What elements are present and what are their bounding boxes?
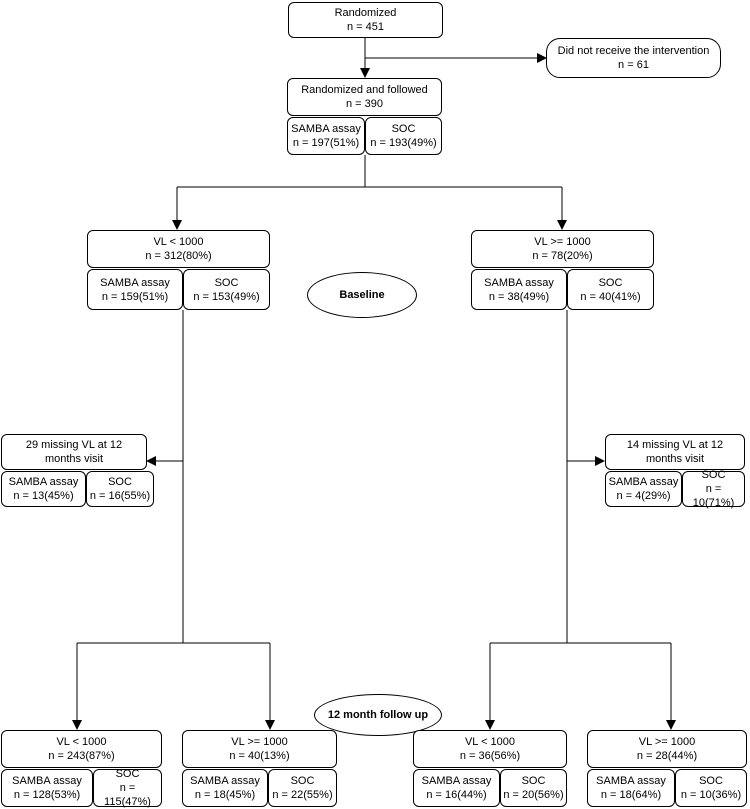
- left-baseline-n: n = 312(80%): [145, 250, 212, 262]
- followed-soc-label: SOC: [391, 123, 416, 135]
- right-baseline-box: VL >= 1000 n = 78(20%): [471, 230, 654, 268]
- baseline-label-text: Baseline: [339, 289, 385, 301]
- fu3-soc-n: n = 20(56%): [503, 789, 564, 801]
- right-missing-samba-n: n = 4(29%): [616, 490, 671, 502]
- left-missing-soc-n: n = 16(55%): [89, 490, 151, 502]
- followed-title: Randomized and followed: [301, 84, 428, 96]
- right-missing-samba-box: SAMBA assay n = 4(29%): [605, 471, 682, 507]
- right-missing-soc-label: SOC: [701, 469, 726, 481]
- not-received-box: Did not receive the intervention n = 61: [546, 38, 721, 78]
- left-baseline-samba-n: n = 159(51%): [101, 290, 169, 303]
- fu1-n: n = 243(87%): [48, 750, 115, 762]
- right-baseline-samba-box: SAMBA assay n = 38(49%): [471, 269, 567, 310]
- randomized-title: Randomized: [334, 7, 397, 19]
- right-baseline-samba-label: SAMBA assay: [484, 276, 554, 289]
- followed-soc-n: n = 193(49%): [370, 137, 437, 149]
- fu3-soc-box: SOC n = 20(56%): [500, 769, 567, 807]
- fu4-n: n = 28(44%): [636, 750, 698, 762]
- fu2-box: VL >= 1000 n = 40(13%): [182, 730, 337, 768]
- fu1-samba-box: SAMBA assay n = 128(53%): [1, 769, 93, 807]
- left-baseline-title: VL < 1000: [153, 236, 204, 248]
- fu1-soc-box: SOC n = 115(47%): [93, 768, 162, 808]
- right-baseline-soc-box: SOC n = 40(41%): [567, 269, 654, 310]
- left-baseline-soc-label: SOC: [214, 276, 239, 289]
- fu2-samba-label: SAMBA assay: [190, 775, 260, 787]
- followup-label-text: 12 month follow up: [327, 709, 429, 721]
- left-baseline-samba-box: SAMBA assay n = 159(51%): [87, 269, 183, 310]
- fu3-title: VL < 1000: [464, 736, 516, 748]
- followed-samba-box: SAMBA assay n = 197(51%): [287, 117, 365, 155]
- randomized-n: n = 451: [346, 21, 384, 33]
- fu3-samba-label: SAMBA assay: [421, 775, 492, 787]
- fu4-samba-n: n = 18(64%): [600, 789, 662, 801]
- left-baseline-samba-label: SAMBA assay: [100, 276, 170, 289]
- fu2-title: VL >= 1000: [231, 736, 288, 748]
- left-baseline-box: VL < 1000 n = 312(80%): [87, 230, 270, 268]
- followed-n: n = 390: [345, 98, 383, 110]
- fu1-title: VL < 1000: [56, 736, 107, 748]
- fu4-soc-box: SOC n = 10(36%): [675, 769, 747, 807]
- not-received-title: Did not receive the intervention: [557, 45, 710, 57]
- not-received-n: n = 61: [618, 59, 649, 71]
- right-missing-line2: months visit: [645, 453, 705, 465]
- right-baseline-soc-n: n = 40(41%): [580, 290, 641, 303]
- left-missing-soc-box: SOC n = 16(55%): [86, 471, 154, 507]
- fu3-samba-n: n = 16(44%): [426, 789, 487, 801]
- fu4-soc-n: n = 10(36%): [680, 789, 742, 801]
- fu2-soc-n: n = 22(55%): [272, 789, 333, 801]
- fu2-samba-box: SAMBA assay n = 18(45%): [182, 769, 268, 807]
- fu4-title: VL >= 1000: [638, 736, 696, 748]
- followed-samba-n: n = 197(51%): [292, 137, 360, 149]
- left-missing-samba-box: SAMBA assay n = 13(45%): [1, 471, 86, 507]
- left-baseline-soc-box: SOC n = 153(49%): [183, 269, 270, 310]
- right-baseline-soc-label: SOC: [598, 276, 623, 289]
- left-missing-soc-label: SOC: [108, 476, 132, 488]
- fu3-box: VL < 1000 n = 36(56%): [413, 730, 567, 768]
- fu1-box: VL < 1000 n = 243(87%): [1, 730, 162, 768]
- followed-samba-label: SAMBA assay: [291, 123, 361, 135]
- fu3-samba-box: SAMBA assay n = 16(44%): [413, 769, 500, 807]
- right-missing-samba-label: SAMBA assay: [608, 476, 679, 488]
- left-missing-line2: months visit: [44, 453, 104, 465]
- right-missing-line1: 14 missing VL at 12: [626, 439, 724, 451]
- left-missing-box: 29 missing VL at 12 months visit: [1, 434, 147, 470]
- fu1-soc-n: n = 115(47%): [104, 782, 151, 808]
- left-missing-samba-n: n = 13(45%): [13, 490, 74, 502]
- fu4-soc-label: SOC: [699, 775, 723, 787]
- fu3-soc-label: SOC: [521, 775, 546, 787]
- followed-box: Randomized and followed n = 390: [287, 78, 442, 116]
- right-missing-box: 14 missing VL at 12 months visit: [605, 434, 745, 470]
- fu3-n: n = 36(56%): [459, 750, 521, 762]
- left-missing-samba-label: SAMBA assay: [8, 476, 79, 488]
- followed-soc-box: SOC n = 193(49%): [365, 117, 442, 155]
- left-missing-line1: 29 missing VL at 12: [25, 439, 123, 451]
- fu2-soc-box: SOC n = 22(55%): [268, 769, 337, 807]
- left-baseline-soc-n: n = 153(49%): [193, 290, 260, 303]
- fu2-n: n = 40(13%): [229, 750, 290, 762]
- fu1-samba-label: SAMBA assay: [12, 775, 82, 787]
- fu1-soc-label: SOC: [115, 768, 140, 780]
- right-missing-soc-box: SOC n = 10(71%): [682, 469, 745, 509]
- fu4-samba-label: SAMBA assay: [596, 775, 666, 787]
- right-baseline-n: n = 78(20%): [532, 250, 593, 262]
- fu2-samba-n: n = 18(45%): [194, 789, 256, 801]
- right-baseline-title: VL >= 1000: [534, 236, 591, 248]
- right-baseline-samba-n: n = 38(49%): [488, 290, 550, 303]
- fu4-samba-box: SAMBA assay n = 18(64%): [587, 769, 675, 807]
- fu2-soc-label: SOC: [290, 775, 315, 787]
- baseline-label: Baseline: [307, 272, 417, 318]
- randomized-box: Randomized n = 451: [288, 2, 443, 38]
- fu4-box: VL >= 1000 n = 28(44%): [587, 730, 747, 768]
- followup-label: 12 month follow up: [314, 694, 442, 736]
- fu1-samba-n: n = 128(53%): [13, 789, 81, 801]
- right-missing-soc-n: n = 10(71%): [692, 483, 735, 509]
